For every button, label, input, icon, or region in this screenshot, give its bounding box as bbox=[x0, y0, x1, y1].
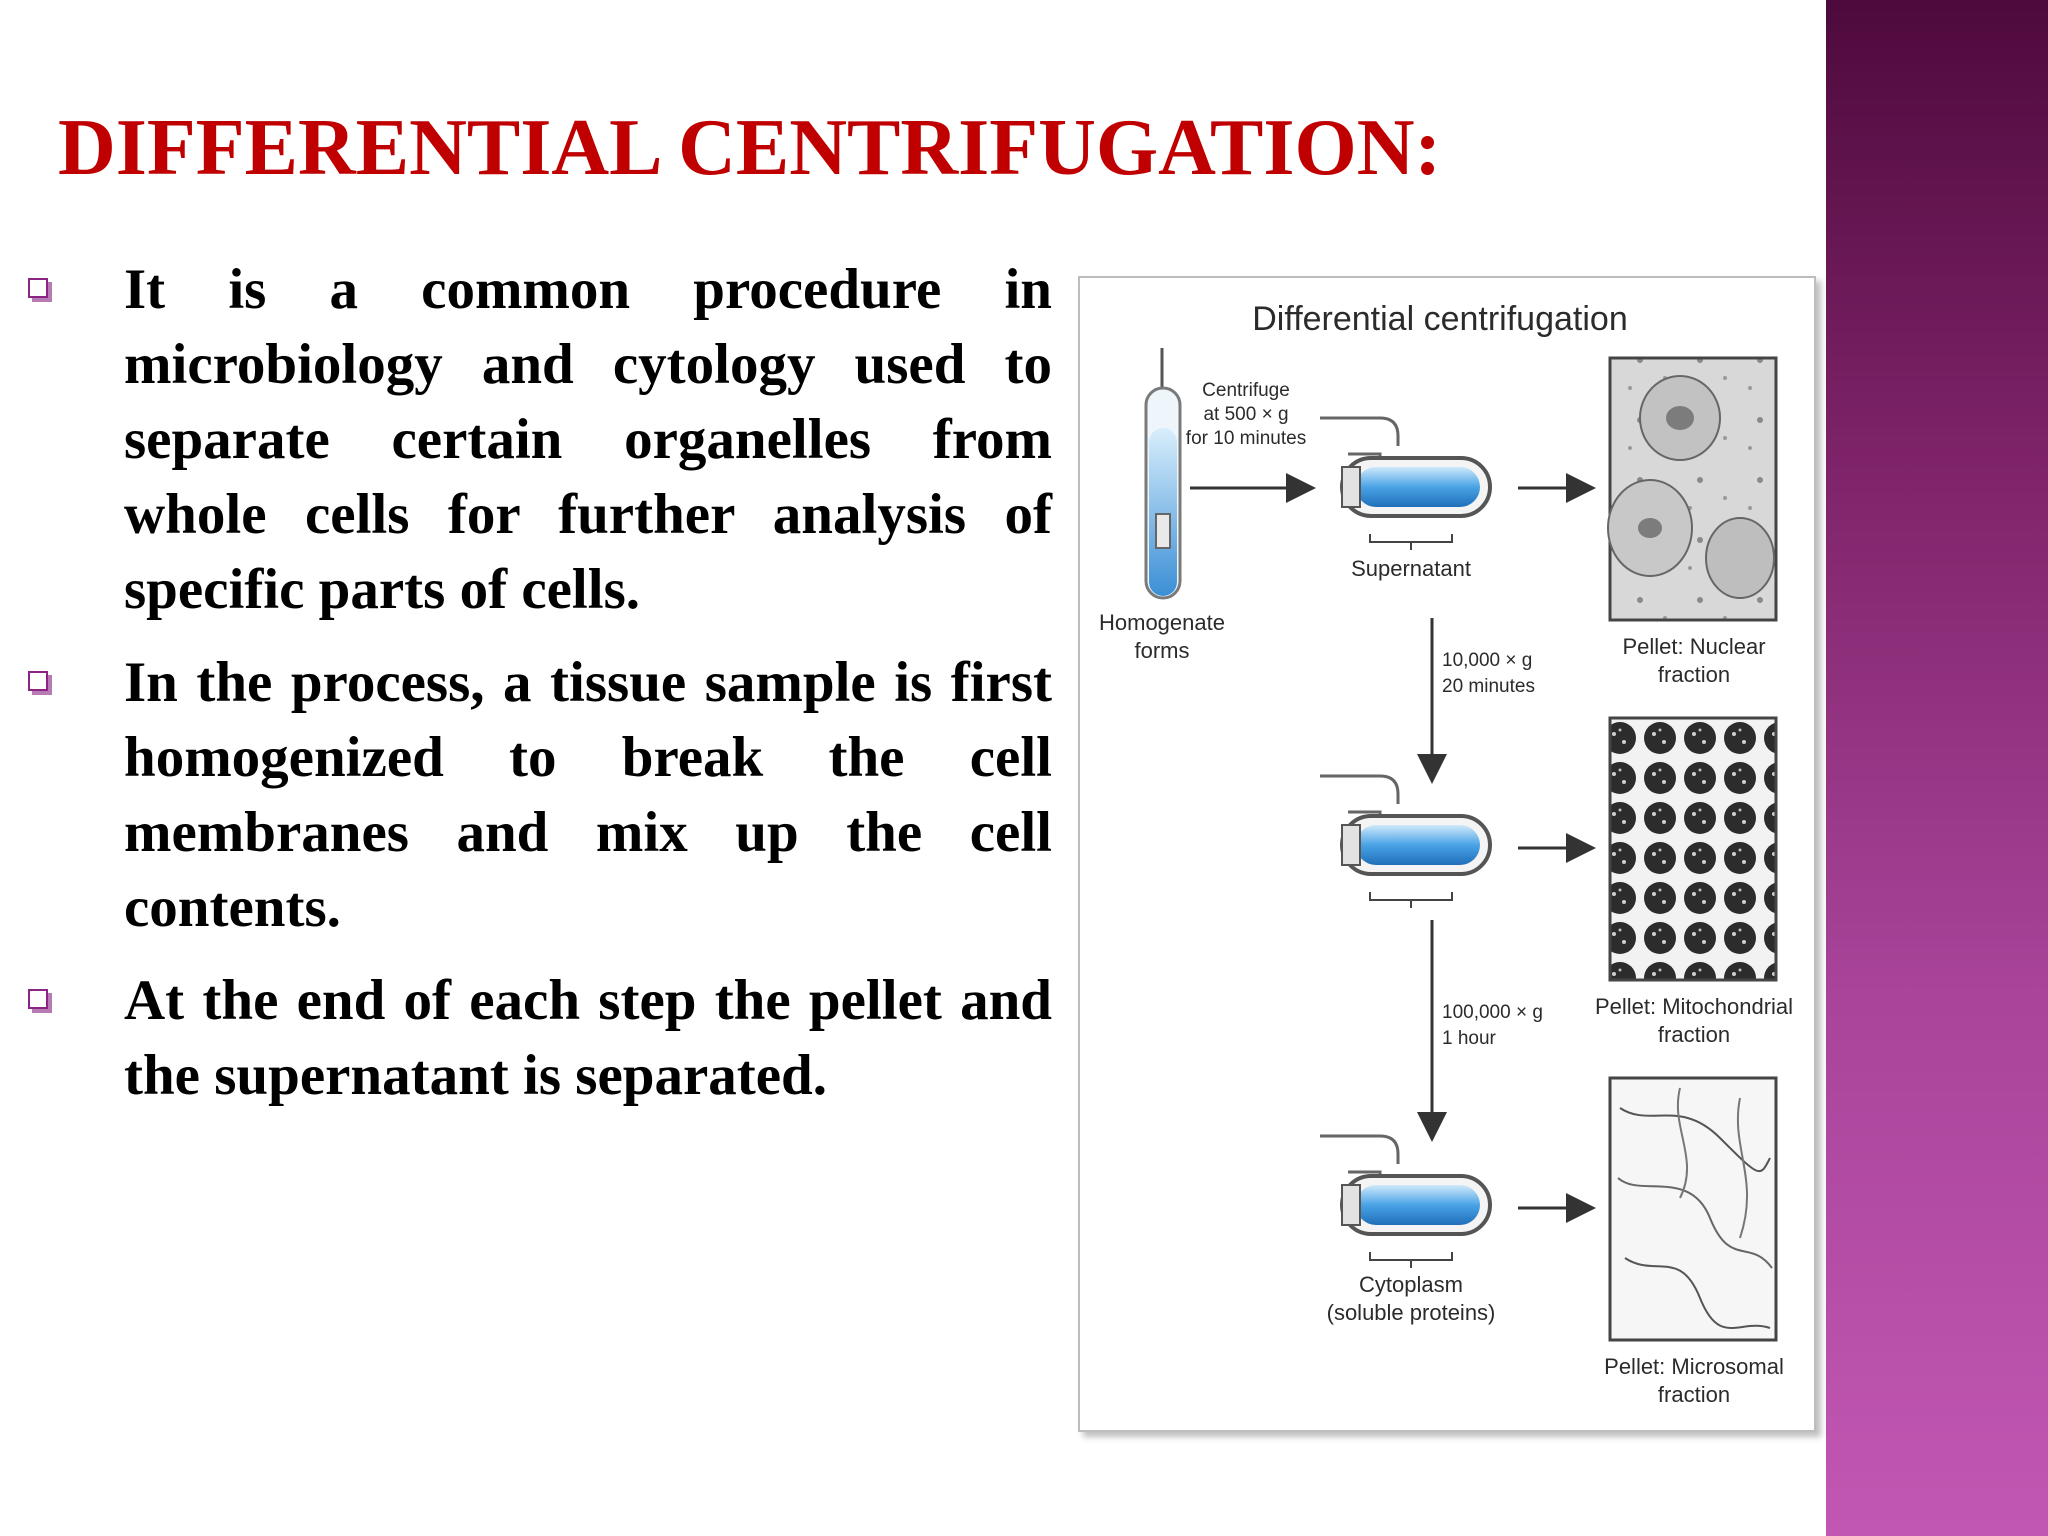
square-bullet-icon bbox=[28, 278, 48, 298]
microsomal-pellet-micrograph bbox=[1608, 1076, 1778, 1342]
nuclear-pellet-micrograph bbox=[1607, 356, 1778, 622]
step3-label: 1 hour bbox=[1442, 1028, 1497, 1049]
decorative-side-band bbox=[1826, 0, 2048, 1536]
centrifuge-tube-2 bbox=[1320, 774, 1492, 876]
step2-label: 20 minutes bbox=[1442, 676, 1535, 697]
pellet-label-mitochondrial: Pellet: Mitochondrial bbox=[1595, 994, 1793, 1019]
slide-title: DIFFERENTIAL CENTRIFUGATION: bbox=[58, 104, 1442, 192]
pellet-label-nuclear: fraction bbox=[1658, 662, 1730, 687]
figure-title: Differential centrifugation bbox=[1252, 300, 1627, 338]
bullet-item: In the process, a tissue sample is first… bbox=[0, 645, 1052, 945]
step1-label: for 10 minutes bbox=[1186, 428, 1306, 449]
bullet-text: At the end of each step the pellet and t… bbox=[124, 969, 1052, 1107]
centrifugation-figure: Differential centrifugation Homogenate f… bbox=[1078, 276, 1816, 1432]
cytoplasm-label: Cytoplasm bbox=[1359, 1272, 1463, 1297]
centrifuge-tube-3 bbox=[1320, 1134, 1492, 1236]
step3-label: 100,000 × g bbox=[1442, 1002, 1543, 1023]
step1-label: Centrifuge bbox=[1202, 380, 1290, 401]
homogenate-label: Homogenate bbox=[1099, 610, 1225, 635]
bullet-item: It is a common procedure in microbiology… bbox=[0, 252, 1052, 627]
supernatant-label: Supernatant bbox=[1351, 556, 1471, 581]
bullet-text: It is a common procedure in microbiology… bbox=[124, 258, 1052, 621]
square-bullet-icon bbox=[28, 989, 48, 1009]
step1-label: at 500 × g bbox=[1203, 404, 1288, 425]
square-bullet-icon bbox=[28, 671, 48, 691]
bullet-item: At the end of each step the pellet and t… bbox=[0, 963, 1052, 1113]
pellet-label-microsomal: Pellet: Microsomal bbox=[1604, 1354, 1784, 1379]
pellet-label-mitochondrial: fraction bbox=[1658, 1022, 1730, 1047]
mitochondrial-pellet-micrograph bbox=[1608, 716, 1778, 982]
centrifugation-diagram: Differential centrifugation Homogenate f… bbox=[1099, 300, 1793, 1407]
bullet-list: It is a common procedure in microbiology… bbox=[0, 252, 1052, 1131]
pellet-label-nuclear: Pellet: Nuclear bbox=[1622, 634, 1765, 659]
pellet-label-microsomal: fraction bbox=[1658, 1382, 1730, 1407]
centrifuge-tube-1 bbox=[1320, 416, 1492, 518]
bullet-text: In the process, a tissue sample is first… bbox=[124, 651, 1052, 939]
cytoplasm-label: (soluble proteins) bbox=[1327, 1300, 1496, 1325]
homogenate-label: forms bbox=[1135, 638, 1190, 663]
homogenate-tube bbox=[1144, 348, 1182, 600]
step2-label: 10,000 × g bbox=[1442, 650, 1532, 671]
